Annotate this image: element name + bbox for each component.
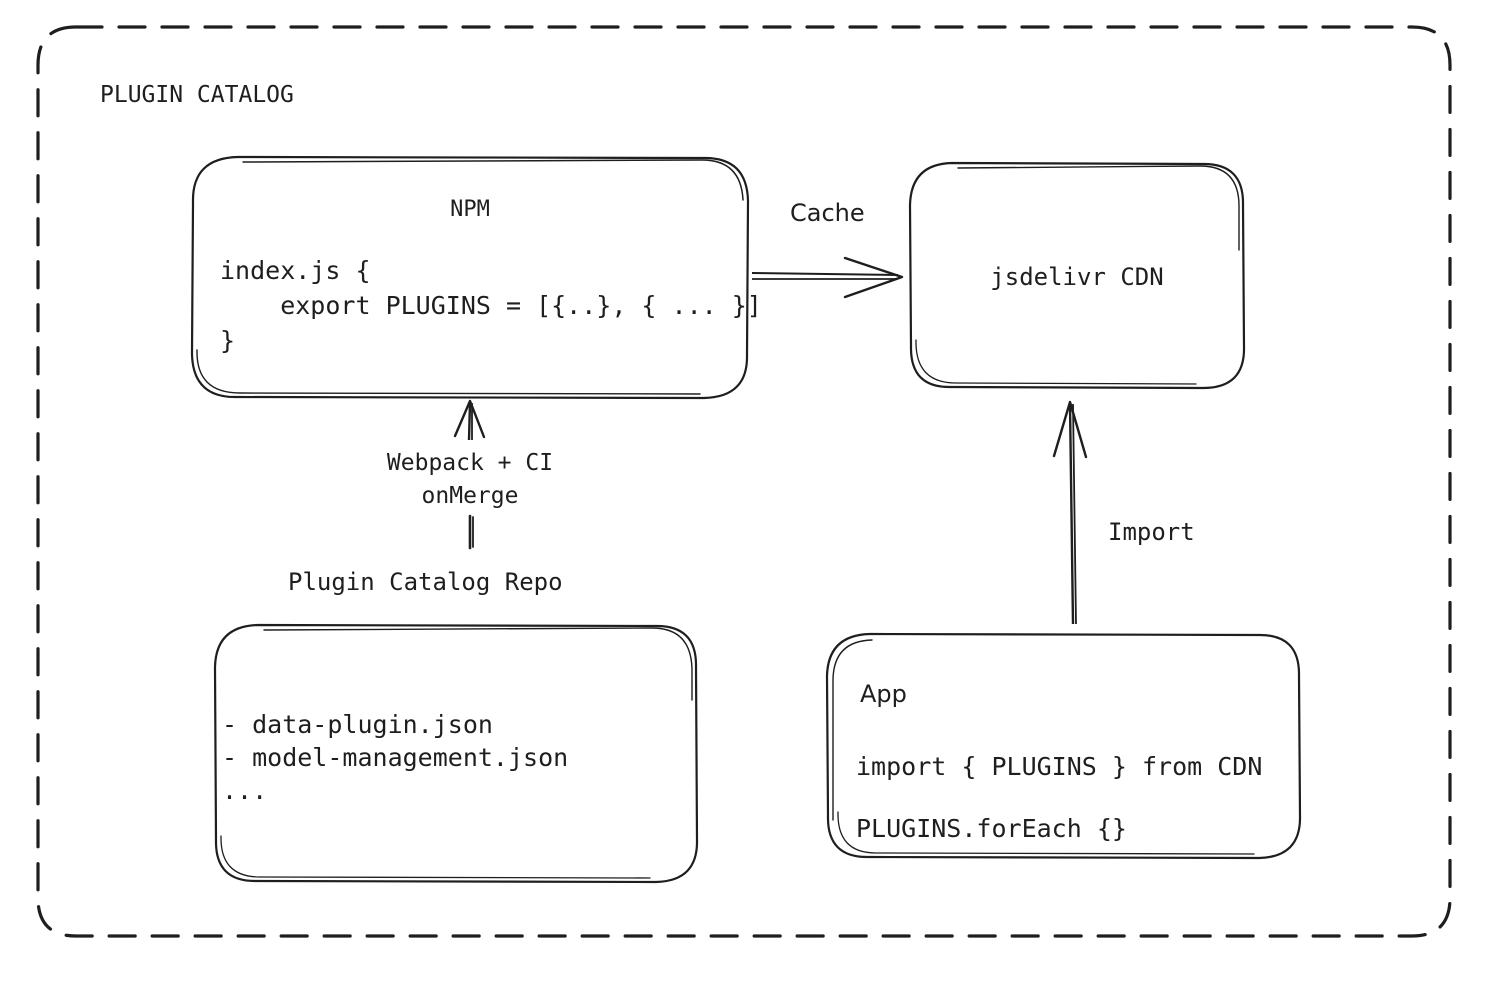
app-box-code: import { PLUGINS } from CDN PLUGINS.forE… bbox=[856, 752, 1263, 843]
npm-box-title: NPM bbox=[450, 197, 490, 222]
import-edge-label: Import bbox=[1108, 518, 1195, 546]
npm-box-code: index.js { export PLUGINS = [{..}, { ...… bbox=[220, 256, 762, 355]
cdn-box-title: jsdelivr CDN bbox=[990, 263, 1164, 291]
repo-file-list: - data-plugin.json - model-management.js… bbox=[222, 710, 569, 805]
cache-edge-label: Cache bbox=[790, 199, 865, 227]
repo-caption: Plugin Catalog Repo bbox=[288, 568, 563, 596]
build-edge-label: Webpack + CI onMerge bbox=[386, 450, 554, 509]
cache-arrow bbox=[751, 256, 904, 299]
import-arrow bbox=[1052, 400, 1088, 625]
app-box-title: App bbox=[860, 680, 907, 708]
frame-title: PLUGIN CATALOG bbox=[100, 82, 294, 108]
